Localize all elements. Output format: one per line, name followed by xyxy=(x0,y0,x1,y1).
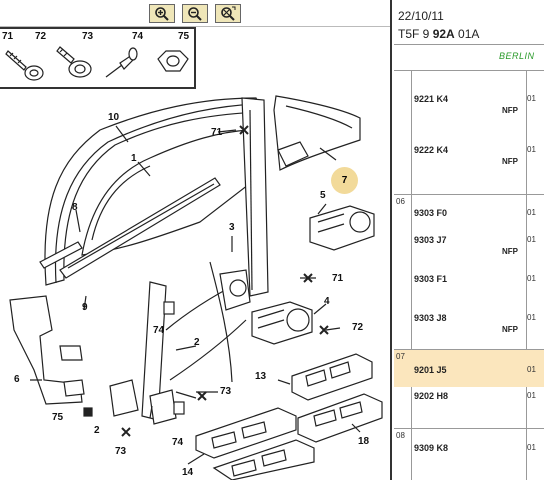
model-name: BERLIN xyxy=(499,51,535,61)
fastener-label-73: 73 xyxy=(82,31,94,42)
part-code[interactable]: 9221 K4 xyxy=(414,94,449,104)
callout-73-right: 73 xyxy=(220,386,232,397)
callout-8: 8 xyxy=(72,202,78,213)
fastener-label-72: 72 xyxy=(35,31,47,42)
catalog-code: T5F 9 92A 01A xyxy=(398,27,480,41)
callout-2-lower: 2 xyxy=(94,425,100,436)
part-code[interactable]: 9303 J8 xyxy=(414,313,447,323)
zoom-toolbar xyxy=(0,0,390,27)
zoom-fit-button[interactable] xyxy=(215,4,241,23)
part-qty: 01 xyxy=(527,313,536,322)
callout-71-mid: 71 xyxy=(332,273,344,284)
nut-icon xyxy=(157,50,189,72)
part-code[interactable]: 9202 H8 xyxy=(414,391,449,401)
callout-2-upper: 2 xyxy=(194,337,200,348)
row-divider xyxy=(394,349,544,350)
part-code[interactable]: 9222 K4 xyxy=(414,145,449,155)
part-qty: 01 xyxy=(527,274,536,283)
part-qty: 01 xyxy=(527,391,536,400)
callout-75: 75 xyxy=(52,412,64,423)
fastener-label-71: 71 xyxy=(2,31,14,42)
zoom-in-icon xyxy=(155,6,169,21)
nfp-flag: NFP xyxy=(502,157,518,166)
zoom-out-icon xyxy=(188,6,202,21)
zoom-fit-icon xyxy=(221,6,236,21)
callout-9: 9 xyxy=(82,302,88,313)
nfp-flag: NFP xyxy=(502,247,518,256)
callout-18: 18 xyxy=(358,436,370,447)
callout-73-left: 73 xyxy=(115,446,127,457)
part-qty: 01 xyxy=(527,365,536,374)
nfp-flag: NFP xyxy=(502,106,518,115)
fastener-label-75: 75 xyxy=(178,31,190,42)
parts-header: 22/10/11 T5F 9 92A 01A xyxy=(394,0,544,45)
group-number-08: 08 xyxy=(396,431,405,440)
callout-72: 72 xyxy=(352,322,364,333)
part-code[interactable]: 9201 J5 xyxy=(414,365,447,375)
row-divider xyxy=(394,428,544,429)
callout-14: 14 xyxy=(182,467,194,478)
bolt-icon xyxy=(56,46,92,78)
part-qty: 01 xyxy=(527,235,536,244)
model-row: BERLIN xyxy=(394,45,544,71)
zoom-in-button[interactable] xyxy=(149,4,175,23)
part-qty: 01 xyxy=(527,145,536,154)
group-number-07: 07 xyxy=(396,352,405,361)
fastener-label-74: 74 xyxy=(132,31,144,42)
callout-13: 13 xyxy=(255,371,267,382)
group-column xyxy=(394,71,412,480)
callout-3: 3 xyxy=(229,222,235,233)
screw-icon xyxy=(5,50,44,81)
part-qty: 01 xyxy=(527,443,536,452)
nfp-flag: NFP xyxy=(502,325,518,334)
callout-10: 10 xyxy=(108,112,120,123)
callout-4: 4 xyxy=(324,296,330,307)
selected-row-highlight xyxy=(394,349,544,387)
rivet-icon xyxy=(105,47,138,78)
part-code[interactable]: 9309 K8 xyxy=(414,443,449,453)
row-divider xyxy=(394,194,544,195)
group-number-06: 06 xyxy=(396,197,405,206)
part-qty: 01 xyxy=(527,208,536,217)
callout-71-top: 71 xyxy=(211,127,223,138)
fastener-drawings xyxy=(5,46,189,81)
parts-list-pane: 22/10/11 T5F 9 92A 01A BERLIN 06 07 08 9… xyxy=(394,0,544,480)
window-regulator-drawing xyxy=(9,95,383,480)
callout-74-top: 74 xyxy=(153,325,165,336)
part-code[interactable]: 9303 F1 xyxy=(414,274,448,284)
fastener-legend: 71 72 73 74 75 xyxy=(0,27,196,89)
part-qty: 01 xyxy=(527,94,536,103)
callout-7[interactable]: 7 xyxy=(331,167,358,194)
callout-5: 5 xyxy=(320,190,326,201)
zoom-out-button[interactable] xyxy=(182,4,208,23)
callout-74-bottom: 74 xyxy=(172,437,184,448)
callout-1: 1 xyxy=(131,153,137,164)
part-code[interactable]: 9303 J7 xyxy=(414,235,447,245)
catalog-date: 22/10/11 xyxy=(398,9,444,23)
part-code[interactable]: 9303 F0 xyxy=(414,208,448,218)
exploded-diagram-pane: 71 72 73 74 75 xyxy=(0,0,392,480)
qty-divider xyxy=(526,71,527,480)
callout-6: 6 xyxy=(14,374,20,385)
